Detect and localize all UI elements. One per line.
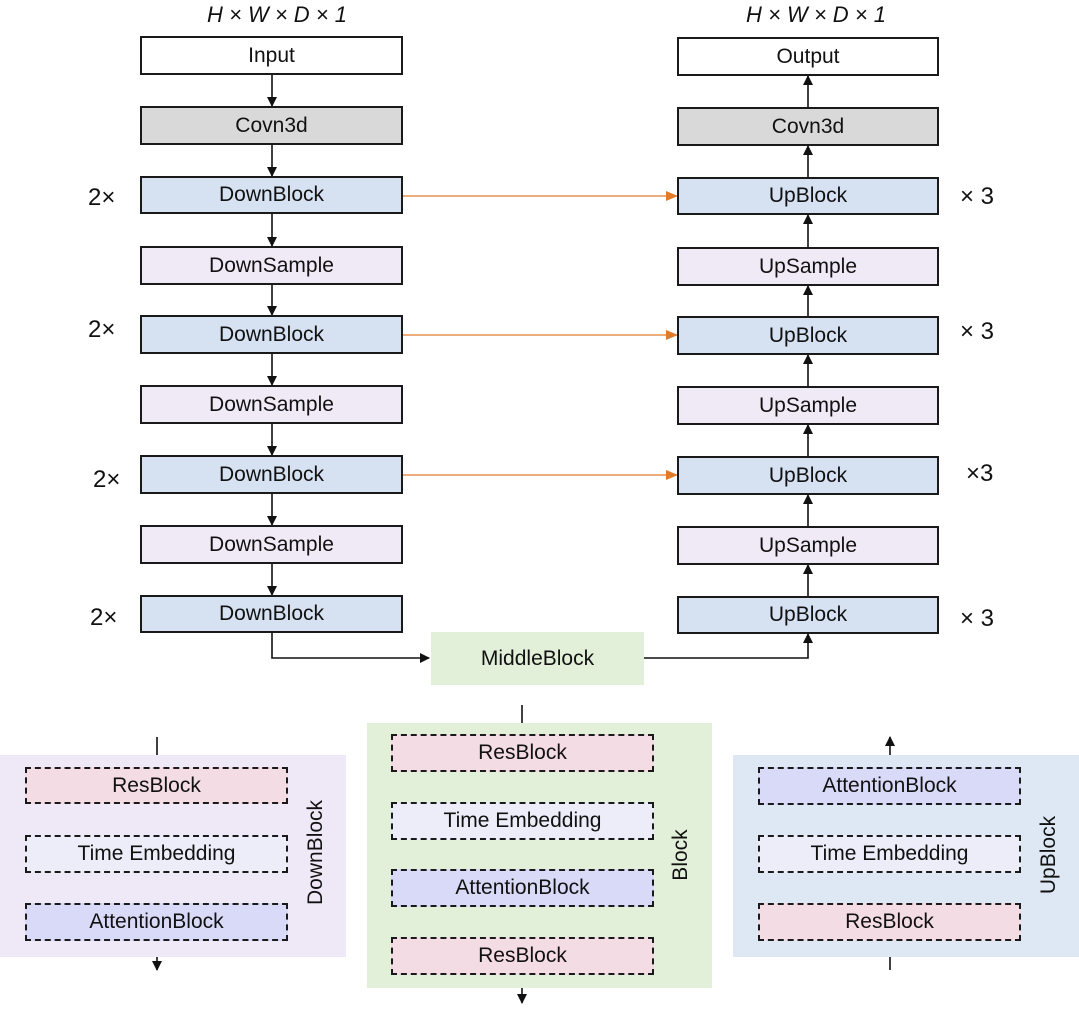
downblock-3: DownBlock [140, 455, 403, 494]
downblock-detail-resblock: ResBlock [25, 767, 288, 804]
repeat-right-3: ×3 [966, 460, 994, 487]
upblock-3: UpBlock [677, 456, 939, 495]
downblock-1: DownBlock [140, 176, 403, 214]
middle-detail-attentionblock: AttentionBlock [391, 869, 654, 907]
output-dim-label: H × W × D × 1 [746, 2, 886, 27]
repeat-left-1: 2× [88, 184, 116, 211]
input-dim-label: H × W × D × 1 [207, 2, 347, 27]
downsample-2: DownSample [140, 385, 403, 424]
repeat-right-1: × 3 [960, 183, 995, 210]
arrow-middle-up4 [644, 633, 813, 659]
upblock-2: UpBlock [677, 316, 939, 355]
upsample-3: UpSample [677, 526, 939, 565]
repeat-left-4: 2× [90, 604, 118, 631]
middle-detail-resblock-1: ResBlock [391, 734, 654, 772]
conv3d-out-box: Covn3d [677, 107, 939, 146]
upblock-detail-resblock: ResBlock [758, 903, 1021, 941]
conv3d-in-box: Covn3d [140, 106, 403, 145]
upsample-1: UpSample [677, 247, 939, 286]
upblock-detail-title: UpBlock [1037, 815, 1060, 895]
downsample-3: DownSample [140, 525, 403, 564]
downsample-1: DownSample [140, 246, 403, 285]
middle-detail-resblock-2: ResBlock [391, 937, 654, 975]
input-box: Input [140, 36, 403, 75]
middle-block: MiddleBlock [431, 632, 644, 685]
arrow-down4-middle [271, 633, 430, 663]
middle-detail-time-embedding: Time Embedding [391, 802, 654, 840]
middle-detail-title: Block [669, 829, 692, 881]
downblock-4: DownBlock [140, 595, 403, 633]
downblock-2: DownBlock [140, 315, 403, 354]
repeat-left-3: 2× [93, 466, 121, 493]
output-box: Output [677, 37, 939, 76]
downblock-detail-attentionblock: AttentionBlock [25, 903, 288, 941]
repeat-left-2: 2× [88, 316, 116, 343]
downblock-detail-time-embedding: Time Embedding [25, 835, 288, 873]
downblock-detail-title: DownBlock [304, 799, 327, 905]
repeat-right-4: × 3 [960, 605, 995, 632]
upblock-4: UpBlock [677, 596, 939, 634]
upblock-detail-attentionblock: AttentionBlock [758, 767, 1021, 805]
upblock-1: UpBlock [677, 177, 939, 215]
repeat-right-2: × 3 [960, 318, 995, 345]
upsample-2: UpSample [677, 386, 939, 425]
upblock-detail-time-embedding: Time Embedding [758, 835, 1021, 873]
